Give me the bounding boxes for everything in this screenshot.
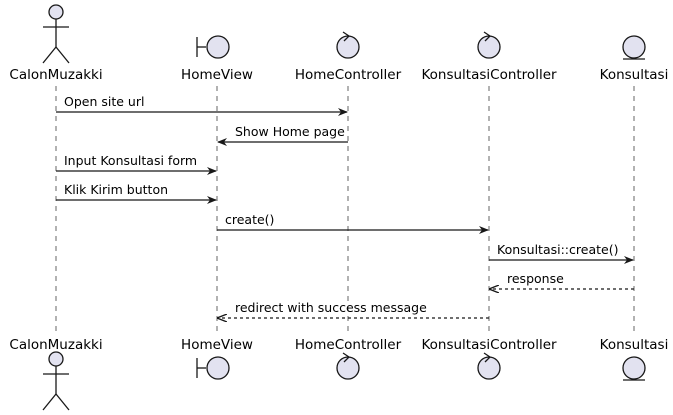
message: Show Home page <box>217 124 348 146</box>
control-icon <box>477 352 501 380</box>
entity-icon <box>622 35 646 60</box>
message-label: response <box>507 271 564 286</box>
message: create() <box>217 212 489 234</box>
message: Input Konsultasi form <box>56 153 217 175</box>
participant-name: HomeController <box>295 337 402 353</box>
participant-name: KonsultasiController <box>421 337 557 353</box>
entity-icon <box>622 356 646 381</box>
participant-name: Konsultasi <box>600 67 669 83</box>
participant-konsultasi-bottom: Konsultasi <box>600 337 669 381</box>
participant-konsctrl-bottom: KonsultasiController <box>421 337 557 380</box>
participant-homeview-bottom: HomeView <box>181 337 253 380</box>
actor-icon <box>42 4 70 64</box>
boundary-icon <box>196 35 230 59</box>
message-label: Konsultasi::create() <box>497 242 618 257</box>
message-label: Input Konsultasi form <box>64 153 197 168</box>
participant-name: HomeView <box>181 337 253 353</box>
actor-icon <box>42 351 70 411</box>
participant-name: CalonMuzakki <box>9 337 102 353</box>
participants: CalonMuzakkiCalonMuzakkiHomeViewHomeView… <box>9 4 669 411</box>
participant-name: KonsultasiController <box>421 67 557 83</box>
message-label: Klik Kirim button <box>64 182 168 197</box>
boundary-icon <box>196 356 230 380</box>
participant-name: HomeController <box>295 67 402 83</box>
participant-homeview-top: HomeView <box>181 35 253 83</box>
participant-calon-top: CalonMuzakki <box>9 4 103 83</box>
message: Open site url <box>56 94 348 116</box>
control-icon <box>336 31 360 59</box>
participant-homectrl-bottom: HomeController <box>295 337 402 380</box>
participant-konsctrl-top: KonsultasiController <box>421 31 557 83</box>
message: response <box>490 271 634 289</box>
message: redirect with success message <box>218 300 489 318</box>
control-icon <box>477 31 501 59</box>
participant-homectrl-top: HomeController <box>295 31 402 83</box>
message-label: create() <box>225 212 274 227</box>
message: Konsultasi::create() <box>489 242 634 264</box>
message-label: redirect with success message <box>235 300 427 315</box>
participant-name: HomeView <box>181 67 253 83</box>
message-label: Show Home page <box>235 124 345 139</box>
participant-name: Konsultasi <box>600 337 669 353</box>
message-label: Open site url <box>64 94 144 109</box>
participant-konsultasi-top: Konsultasi <box>600 35 669 83</box>
participant-name: CalonMuzakki <box>9 67 102 83</box>
control-icon <box>336 352 360 380</box>
message: Klik Kirim button <box>56 182 217 204</box>
lifelines <box>55 86 635 333</box>
participant-calon-bottom: CalonMuzakki <box>9 337 103 411</box>
